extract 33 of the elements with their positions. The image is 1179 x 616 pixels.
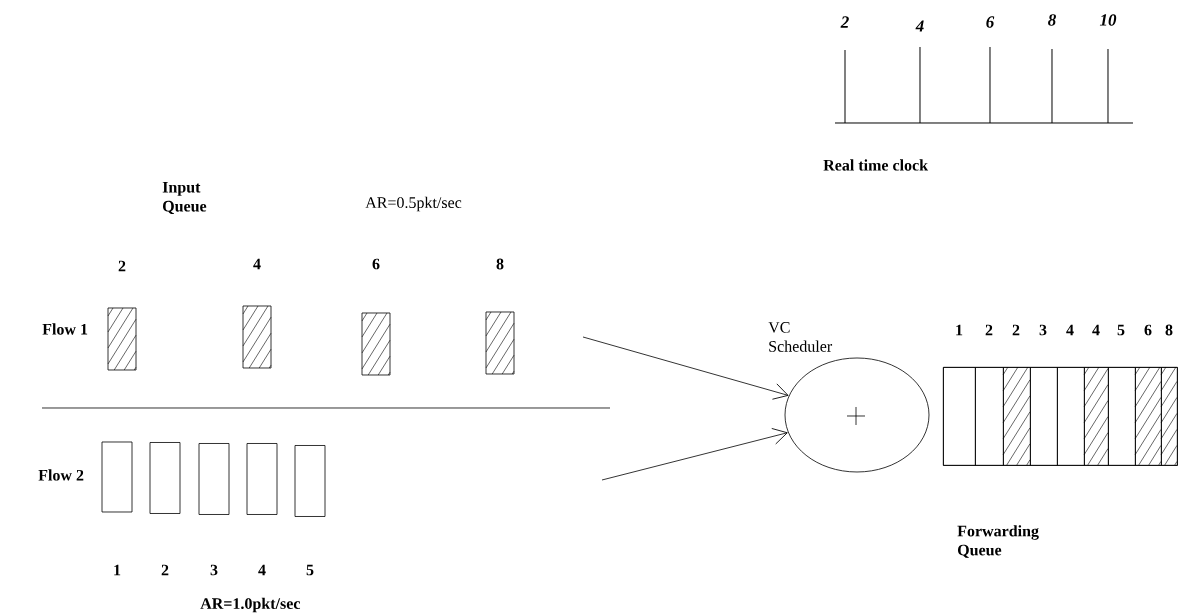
cell-number: 1: [956, 324, 963, 336]
cell-number: 5: [1117, 324, 1125, 336]
arrow: [601, 428, 788, 481]
packet-number: 3: [210, 564, 218, 576]
tick-label: 6: [986, 16, 995, 28]
heading-text: VC Scheduler: [768, 322, 833, 352]
packet-number: 4: [258, 564, 266, 576]
cell-number: 4: [1092, 324, 1100, 336]
cell-number: 3: [1039, 324, 1047, 336]
cell-number: 8: [1165, 324, 1173, 336]
tick-label: 4: [915, 20, 924, 32]
packet-number: 1: [114, 564, 121, 576]
cell-number: 2: [985, 324, 993, 336]
packet-number: 4: [253, 258, 261, 270]
tick-label: 10: [1099, 14, 1117, 26]
label-text: Flow 2: [38, 469, 84, 481]
heading-text: Forwarding Queue: [957, 525, 1039, 558]
tick-label: 8: [1048, 14, 1056, 26]
packet-number: 5: [306, 564, 314, 576]
cell-number: 2: [1012, 324, 1020, 336]
label-text: AR=0.5pkt/sec: [365, 196, 462, 212]
packet-number: 8: [496, 258, 504, 270]
cell-number: 4: [1066, 324, 1074, 336]
arrow: [582, 336, 789, 400]
label-text: AR=1.0pkt/sec: [200, 597, 301, 613]
label-text: Flow 1: [42, 323, 88, 335]
label-text: Input Queue: [162, 181, 207, 215]
packet-number: 6: [372, 258, 380, 270]
packet-number: 2: [118, 260, 126, 272]
cell-number: 6: [1144, 324, 1152, 336]
packet-number: 2: [161, 564, 169, 576]
label-text: Real time clock: [823, 159, 929, 171]
tick-label: 2: [840, 16, 849, 28]
